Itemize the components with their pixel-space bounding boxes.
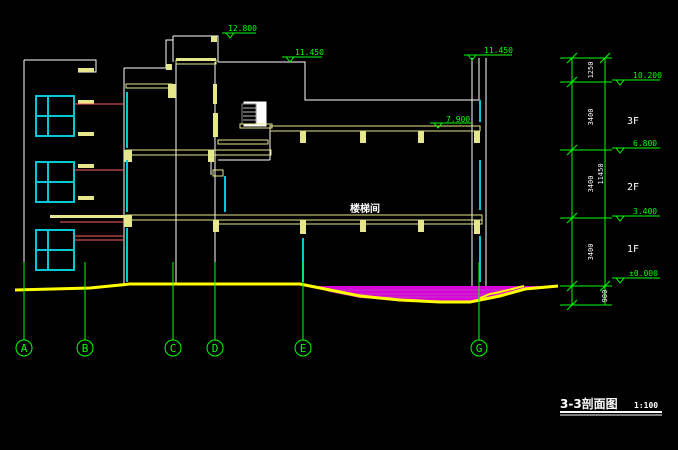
room-label-stair: 楼梯间: [350, 202, 380, 215]
axis-bubble-a: A: [15, 339, 33, 357]
dim-3400-lower: 3400: [587, 244, 595, 261]
axis-label-d: D: [212, 342, 219, 355]
level-12800: 12.800: [228, 24, 257, 33]
floor-label-1f: 1F: [627, 244, 639, 255]
right-level-0000: ±0.000: [629, 269, 658, 278]
floor-label-2f: 2F: [627, 182, 639, 193]
level-marks: [222, 32, 512, 129]
right-level-6800: 6.800: [633, 139, 657, 148]
dim-3400-upper: 3400: [587, 109, 595, 126]
drawing-scale: 1:100: [634, 401, 658, 410]
axis-lines: [23, 262, 480, 340]
right-level-3400: 3.400: [633, 207, 657, 216]
dimension-chain: [560, 52, 612, 311]
axis-bubble-c: C: [164, 339, 182, 357]
axis-label-a: A: [21, 342, 28, 355]
axis-label-e: E: [300, 342, 307, 355]
right-level-marks: [612, 79, 660, 284]
building-outline: [23, 35, 487, 290]
axis-bubble-e: E: [294, 339, 312, 357]
ground-steps: [479, 285, 525, 299]
leader-lines: [60, 103, 124, 241]
level-11450-main: 11.450: [295, 48, 324, 57]
axis-label-g: G: [476, 342, 483, 355]
level-7900: 7.900: [446, 115, 470, 124]
floor-label-3f: 3F: [627, 116, 639, 127]
axis-label-b: B: [82, 342, 89, 355]
railing-markers: [78, 68, 94, 200]
beams-columns: [50, 36, 480, 234]
dim-900: 900: [601, 290, 609, 303]
ground-line: [14, 282, 559, 304]
drawing-title: 3-3剖面图: [560, 396, 618, 411]
dim-total-11450: 11450: [597, 163, 605, 184]
right-level-10200: 10.200: [633, 71, 662, 80]
axis-bubble-d: D: [206, 339, 224, 357]
level-11450-right: 11.450: [484, 46, 513, 55]
stair-hatch: [243, 107, 256, 121]
dim-3400-mid: 3400: [587, 176, 595, 193]
windows: [35, 92, 481, 282]
dim-1250: 1250: [587, 62, 595, 79]
axis-label-c: C: [170, 342, 177, 355]
axis-bubble-g: G: [470, 339, 488, 357]
axis-bubble-b: B: [76, 339, 94, 357]
